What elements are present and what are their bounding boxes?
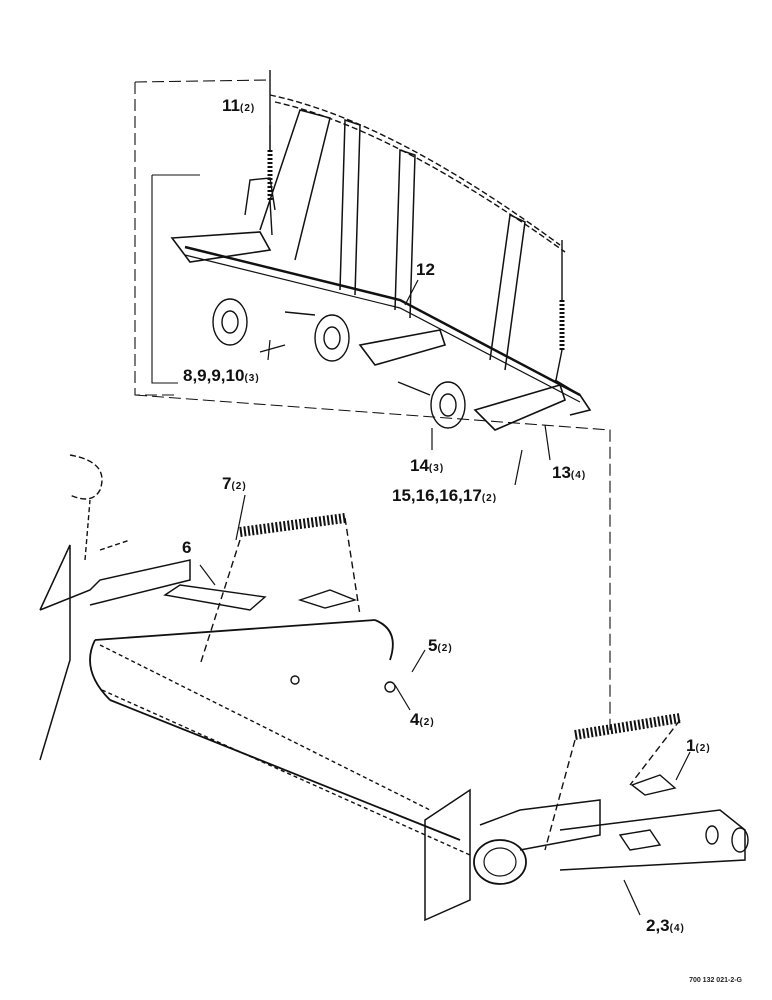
callout-11: 11(2) bbox=[222, 96, 255, 116]
assembly-outline-dashed bbox=[134, 79, 611, 730]
callout-quantity: (2) bbox=[231, 481, 247, 492]
tine-springs bbox=[267, 70, 565, 381]
callout-number: 2,3 bbox=[646, 916, 670, 935]
rollers bbox=[212, 298, 466, 429]
callout-quantity: (4) bbox=[570, 470, 587, 481]
callout-4: 4(2) bbox=[410, 710, 435, 730]
lower-springs bbox=[199, 513, 681, 851]
callout-number: 8,9,9,10 bbox=[183, 366, 245, 385]
callout-7: 7(2) bbox=[222, 474, 247, 494]
callout-number: 4 bbox=[410, 710, 420, 729]
callout-13: 13(4) bbox=[552, 463, 586, 483]
callout-number: 15,16,16,17 bbox=[392, 486, 482, 505]
callout-5: 5(2) bbox=[428, 636, 453, 656]
callout-15-16-16-17: 15,16,16,17(2) bbox=[392, 486, 497, 506]
callout-quantity: (4) bbox=[669, 923, 685, 934]
lower-frame bbox=[39, 454, 749, 922]
callout-quantity: (2) bbox=[419, 717, 435, 728]
callout-8-9-9-10: 8,9,9,10(3) bbox=[183, 366, 260, 386]
callout-12: 12 bbox=[416, 260, 435, 280]
callout-number: 13 bbox=[552, 463, 571, 482]
leader-lines bbox=[199, 125, 691, 916]
callout-14: 14(3) bbox=[410, 456, 444, 476]
callout-quantity: (3) bbox=[428, 463, 445, 474]
callout-number: 7 bbox=[222, 474, 232, 493]
callout-6: 6 bbox=[182, 538, 191, 558]
callout-quantity: (2) bbox=[437, 643, 453, 654]
inner-detail-outline bbox=[151, 174, 200, 384]
callout-quantity: (2) bbox=[695, 743, 711, 754]
brackets bbox=[163, 584, 677, 851]
callout-quantity: (2) bbox=[239, 103, 256, 114]
callout-1: 1(2) bbox=[686, 736, 711, 756]
tine-bar-assembly bbox=[170, 94, 592, 431]
callout-number: 14 bbox=[410, 456, 429, 475]
callout-number: 6 bbox=[182, 538, 192, 557]
callout-number: 1 bbox=[686, 736, 696, 755]
callout-number: 11 bbox=[222, 96, 240, 115]
callout-2-3: 2,3(4) bbox=[646, 916, 685, 936]
callout-quantity: (3) bbox=[244, 373, 260, 384]
drawing-number: 700 132 021-2-G bbox=[689, 977, 742, 984]
callout-quantity: (2) bbox=[481, 493, 498, 504]
callout-number: 5 bbox=[428, 636, 438, 655]
callout-number: 12 bbox=[416, 260, 435, 279]
